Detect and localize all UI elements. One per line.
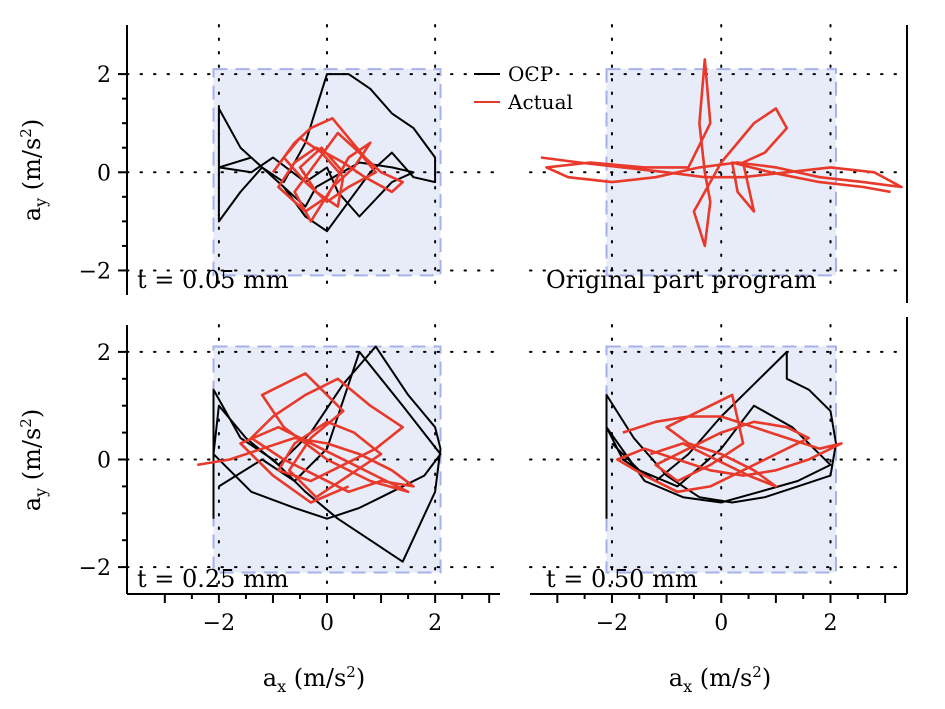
- y-axis-title-top: ay (m/s2): [17, 119, 50, 221]
- legend: OCP Actual: [474, 62, 573, 114]
- x-tick-label: 0: [714, 611, 728, 636]
- svg-text:ax (m/s2): ax (m/s2): [669, 663, 771, 696]
- series-actual-line: [271, 117, 405, 223]
- y-tick-label: 2: [97, 341, 111, 366]
- panel-note-bottom-left: t = 0.25 mm: [137, 565, 289, 593]
- x-tick-label: −2: [203, 611, 235, 636]
- series-actual-line: [616, 393, 843, 494]
- x-tick-label: 2: [824, 611, 838, 636]
- series-actual-line: [197, 372, 415, 504]
- svg-text:ay (m/s2): ay (m/s2): [17, 409, 50, 511]
- x-axis-title-left: ax (m/s2): [263, 663, 365, 696]
- panel-bottom-right: −2 0 2 t = 0.50 mm: [529, 317, 908, 636]
- panel-note-bottom-right: t = 0.50 mm: [546, 565, 698, 593]
- y-tick-label: 2: [97, 63, 111, 88]
- y-tick-label: 0: [97, 161, 111, 186]
- y-tick-label: −2: [79, 556, 111, 581]
- x-axis-title-right: ax (m/s2): [669, 663, 771, 696]
- panel-note-top-right: Original part program: [546, 266, 817, 294]
- svg-text:ax (m/s2): ax (m/s2): [263, 663, 365, 696]
- panel-note-top-left: t = 0.05 mm: [137, 266, 289, 294]
- panel-top-left: −2 0 2 t = 0.05 mm: [79, 24, 501, 296]
- series-actual-line: [540, 58, 903, 248]
- panel-bottom-left: −2 0 2 −2 0 2 t = 0.25 mm: [79, 324, 501, 636]
- y-tick-label: −2: [79, 259, 111, 284]
- x-tick-label: 0: [320, 611, 334, 636]
- svg-text:ay (m/s2): ay (m/s2): [17, 119, 50, 221]
- y-tick-label: 0: [97, 449, 111, 474]
- legend-label-actual: Actual: [507, 90, 573, 114]
- x-tick-label: −2: [596, 611, 628, 636]
- series-ocp-line: [217, 73, 437, 233]
- panel-top-right: Original part program: [529, 24, 908, 303]
- x-tick-label: 2: [428, 611, 442, 636]
- chart-panels: −2 0 2 t = 0.05 mm Original part program −2 0 2…: [79, 24, 908, 636]
- series-ocp-line: [212, 345, 442, 563]
- legend-label-ocp: OCP: [508, 62, 553, 86]
- y-axis-title-bottom: ay (m/s2): [17, 409, 50, 511]
